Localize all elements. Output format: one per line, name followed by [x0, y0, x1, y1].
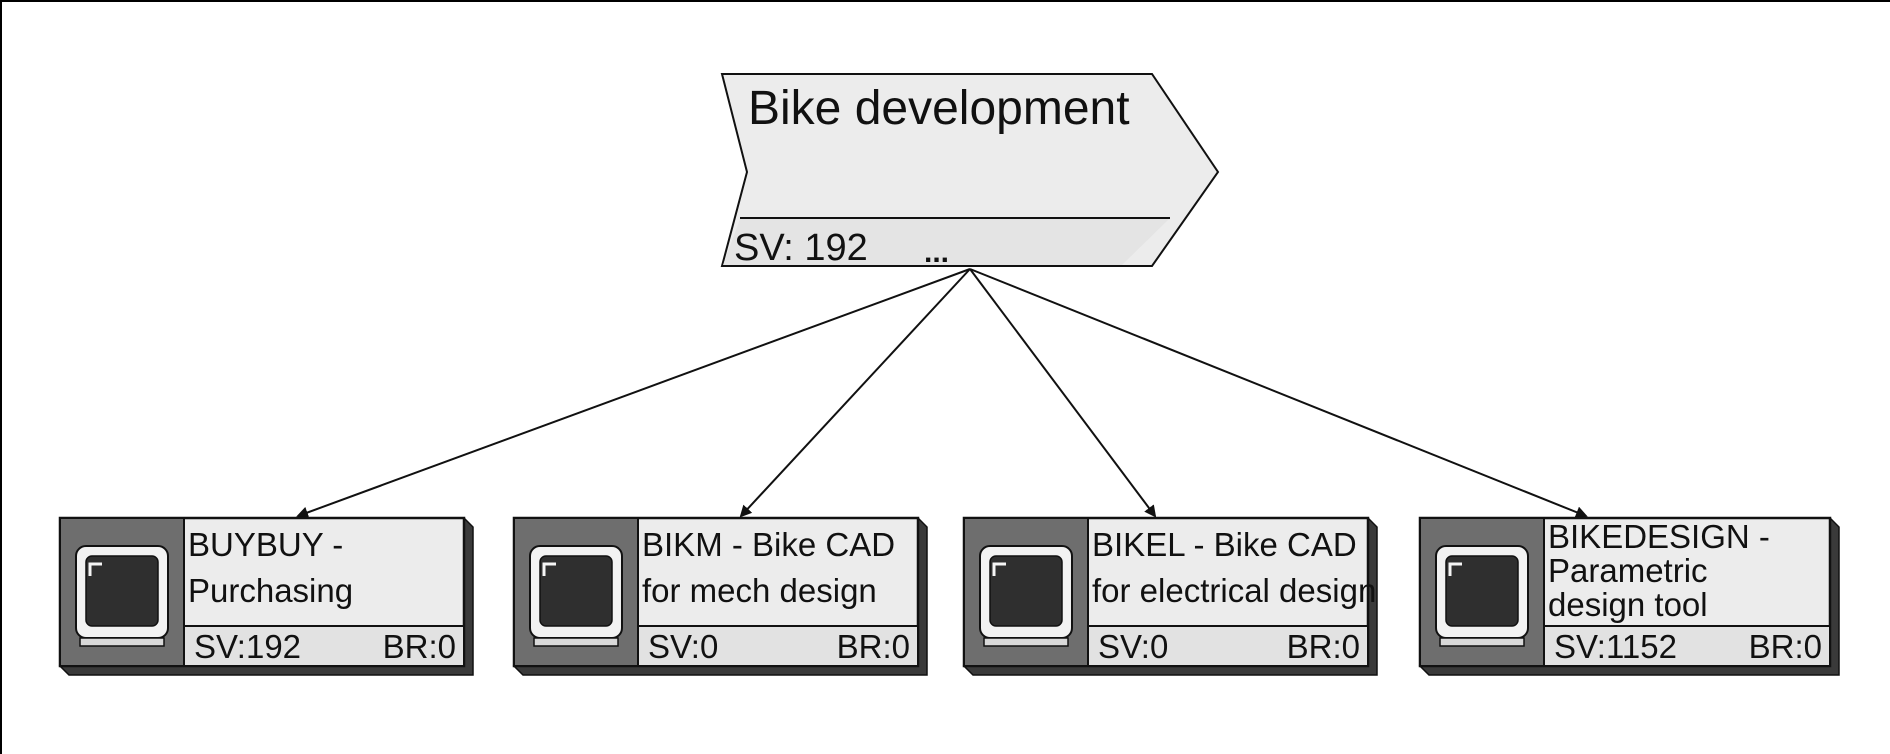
computer-monitor-icon — [529, 545, 623, 647]
system-sv-value: SV:0 — [648, 628, 718, 665]
connector-arrow — [969, 268, 1157, 518]
system-br-value: BR:0 — [837, 628, 910, 665]
computer-monitor-icon — [75, 545, 169, 647]
system-name-line: for mech design — [642, 572, 877, 609]
process-sv-value: SV: 192 — [734, 227, 868, 269]
computer-monitor-icon — [979, 545, 1073, 647]
system-name-line: BUYBUY - — [188, 526, 343, 563]
computer-monitor-icon — [1435, 545, 1529, 647]
process-title: Bike development — [748, 82, 1130, 135]
system-sv-value: SV:1152 — [1554, 628, 1677, 665]
process-node[interactable]: Bike development SV: 192 ... — [720, 73, 1220, 269]
metric-band — [639, 627, 917, 665]
connector-arrow — [296, 268, 971, 519]
system-br-value: BR:0 — [383, 628, 456, 665]
system-name-line: for electrical design — [1092, 572, 1376, 609]
system-name-line: BIKM - Bike CAD — [642, 526, 895, 563]
metric-band — [1089, 627, 1367, 665]
connectors — [296, 268, 1588, 519]
process-more-dots[interactable]: ... — [924, 236, 949, 269]
connector-arrow — [739, 268, 971, 518]
system-name-line: design tool — [1548, 586, 1708, 623]
process-metric-band — [723, 219, 1169, 265]
system-br-value: BR:0 — [1287, 628, 1360, 665]
system-name-line: BIKEL - Bike CAD — [1092, 526, 1357, 563]
system-sv-value: SV:192 — [194, 628, 301, 665]
system-name-line: Parametric — [1548, 552, 1708, 589]
system-br-value: BR:0 — [1749, 628, 1822, 665]
metric-band — [1545, 627, 1829, 665]
system-name-line: Purchasing — [188, 572, 353, 609]
connector-arrow — [969, 268, 1588, 518]
system-name-line: BIKEDESIGN - — [1548, 518, 1770, 555]
system-node[interactable]: BIKEL - Bike CAD for electrical designSV:… — [962, 516, 1378, 676]
metric-band — [185, 627, 463, 665]
system-sv-value: SV:0 — [1098, 628, 1168, 665]
